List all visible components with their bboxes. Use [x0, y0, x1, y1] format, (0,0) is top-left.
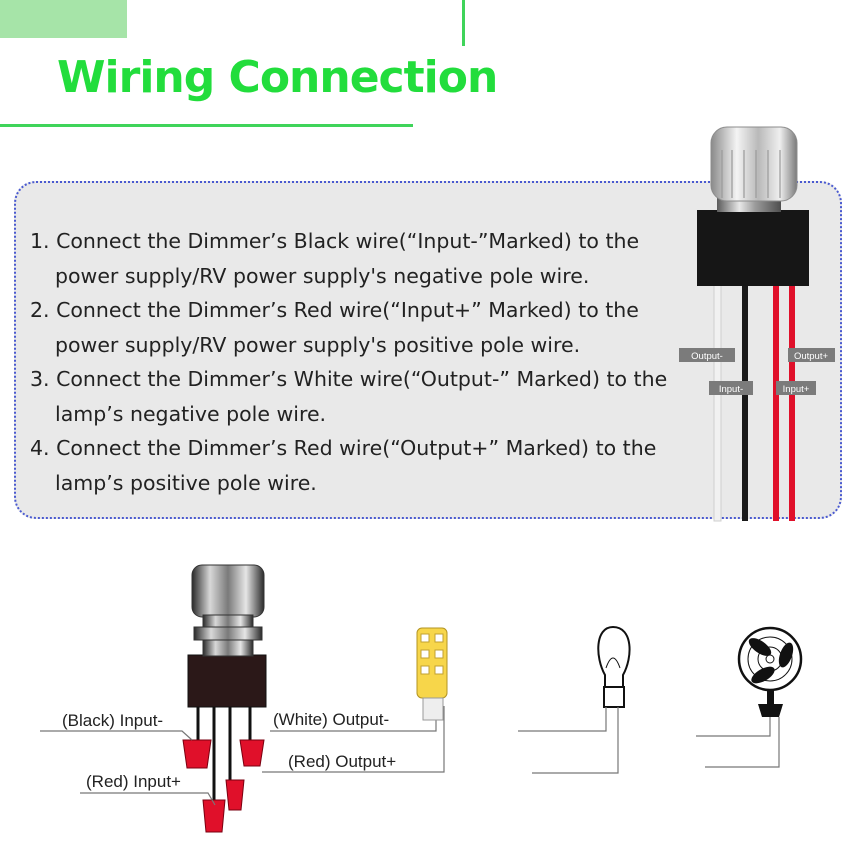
red-wire-output [789, 278, 795, 521]
output-minus-tag-label: Output- [691, 351, 723, 362]
red-output-label: (Red) Output+ [288, 752, 396, 771]
fan-icon [696, 626, 803, 768]
title-underline [0, 124, 413, 127]
red-wire-input [773, 278, 779, 521]
output-minus-tag [679, 348, 735, 362]
header-accent-line [462, 0, 465, 46]
instruction-step: 2. Connect the Dimmer’s Red wire(“Input+… [30, 298, 639, 357]
light-bulb-icon [518, 625, 631, 774]
input-plus-tag [776, 381, 816, 395]
white-output-label: (White) Output- [273, 710, 389, 729]
instruction-step: 3. Connect the Dimmer’s White wire(“Outp… [30, 367, 668, 426]
instruction-step: 1. Connect the Dimmer’s Black wire(“Inpu… [30, 229, 640, 288]
wire-connector-caps [182, 739, 265, 833]
page-title: Wiring Connection [57, 52, 498, 103]
instruction-list: 1. Connect the Dimmer’s Black wire(“Inpu… [30, 224, 690, 500]
input-plus-tag-label: Input+ [783, 384, 810, 395]
input-minus-tag [709, 381, 753, 395]
black-wire [742, 278, 748, 521]
dimmer-body [697, 210, 809, 286]
led-bulb-icon [416, 627, 448, 721]
instruction-step: 4. Connect the Dimmer’s Red wire(“Output… [30, 436, 657, 495]
black-input-label: (Black) Input- [62, 711, 163, 730]
input-minus-tag-label: Input- [719, 384, 743, 395]
header-accent-block [0, 0, 127, 38]
output-plus-tag [788, 348, 835, 362]
output-plus-tag-label: Output+ [794, 351, 829, 362]
dimmer-switch-icon [187, 564, 267, 800]
red-input-label: (Red) Input+ [86, 772, 181, 791]
